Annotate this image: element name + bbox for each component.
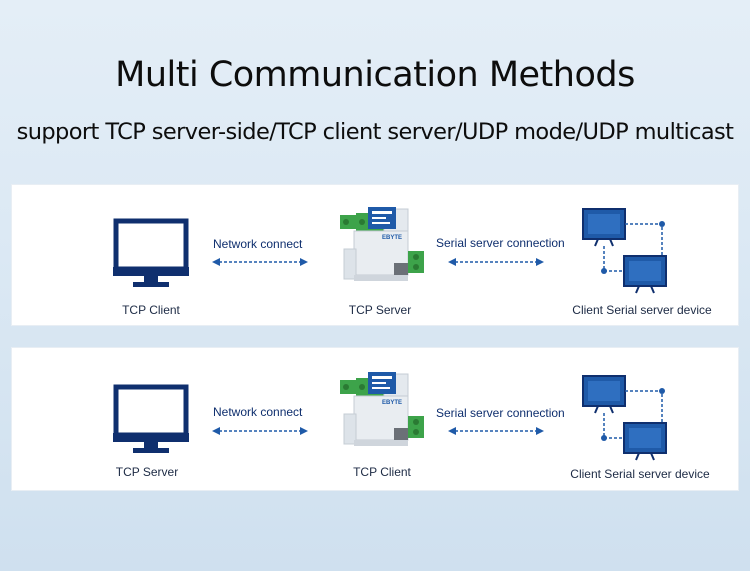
left-connection-label: Network connect xyxy=(213,405,303,419)
client-devices-icon xyxy=(582,375,667,461)
left-device-label: TCP Server xyxy=(115,465,179,479)
serial-server-device-icon: EBYTE xyxy=(340,372,424,446)
center-device-label: TCP Client xyxy=(353,465,411,479)
right-device-label: Client Serial server device xyxy=(572,303,712,317)
diagram-panel-2: TCP Server Network connect EBYTE TCP Cli… xyxy=(12,348,738,490)
right-connection-label: Serial server connection xyxy=(436,236,565,250)
device-brand-logo: EBYTE xyxy=(382,235,402,241)
bidirectional-arrow-icon xyxy=(212,258,308,266)
page-subtitle: support TCP server-side/TCP client serve… xyxy=(16,119,734,145)
right-device-label: Client Serial server device xyxy=(570,467,710,481)
bidirectional-arrow-icon xyxy=(448,258,544,266)
client-devices-icon xyxy=(582,208,667,294)
monitor-icon xyxy=(113,218,189,287)
center-device-label: TCP Server xyxy=(348,303,412,317)
bidirectional-arrow-icon xyxy=(212,427,308,435)
right-connection-label: Serial server connection xyxy=(436,406,565,420)
monitor-icon xyxy=(113,384,189,453)
diagram-panel-1: TCP Client Network connect EBYTE TCP Ser… xyxy=(12,185,738,325)
device-brand-logo: EBYTE xyxy=(382,400,402,406)
bidirectional-arrow-icon xyxy=(448,427,544,435)
left-device-label: TCP Client xyxy=(122,303,180,317)
left-connection-label: Network connect xyxy=(213,237,303,251)
page-title: Multi Communication Methods xyxy=(115,55,635,95)
serial-server-device-icon: EBYTE xyxy=(340,207,424,281)
